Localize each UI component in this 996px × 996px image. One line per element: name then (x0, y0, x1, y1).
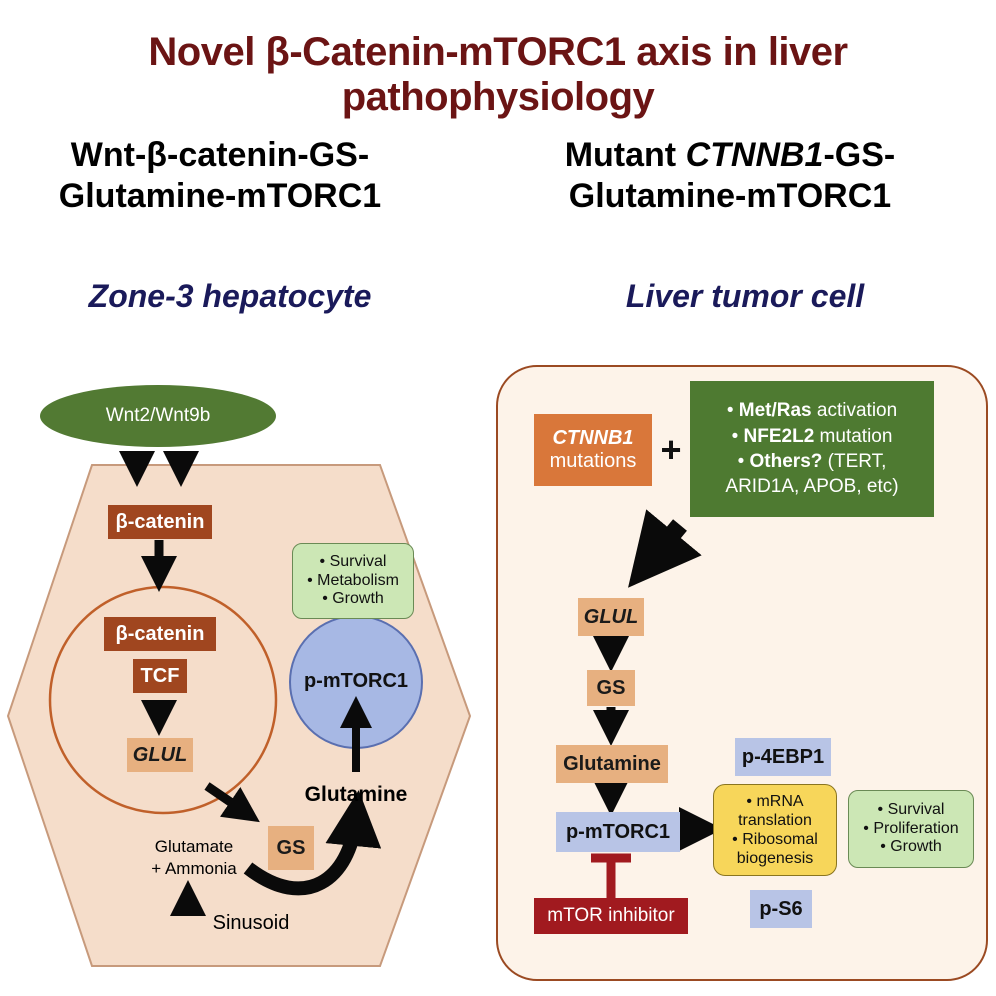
left-outcome-2: • Metabolism (307, 571, 399, 589)
cofactors-box: • Met/Ras activation • NFE2L2 mutation •… (690, 381, 934, 517)
wnt-label: Wnt2/Wnt9b (105, 405, 211, 427)
left-outcomes-note: • Survival • Metabolism • Growth (292, 543, 414, 619)
right-heading-prefix: Mutant (564, 136, 686, 174)
wnt-oval (40, 385, 276, 447)
left-heading: Wnt-β-catenin-GS- Glutamine-mTORC1 (0, 135, 440, 218)
glutamine-box-right: Glutamine (556, 745, 668, 783)
translation-note: • mRNA translation • Ribosomal biogenesi… (713, 784, 837, 876)
glutamate-ammonia-label: Glutamate + Ammonia (136, 836, 252, 880)
cofactor-others: • Others? (TERT, (737, 451, 887, 472)
cofactor-met-ras: • Met/Ras activation (726, 400, 898, 422)
right-heading-suffix: -GS- (823, 136, 896, 174)
cofactor-nfe2l2: • NFE2L2 mutation (731, 425, 893, 447)
glutamate-line: Glutamate (154, 837, 234, 856)
translation-item-3: • Ribosomal (732, 831, 818, 848)
right-outcomes-note: • Survival • Proliferation • Growth (848, 790, 974, 868)
right-heading-line-2: Glutamine-mTORC1 (568, 177, 892, 216)
beta-catenin-cytoplasm-box: β-catenin (108, 505, 212, 539)
left-cell-label: Zone-3 hepatocyte (88, 278, 372, 314)
sinusoid-label: Sinusoid (212, 912, 290, 934)
ctnnb1-mutations-word: mutations (549, 450, 637, 472)
right-outcome-2: • Proliferation (863, 819, 959, 837)
left-outcome-1: • Survival (319, 553, 387, 571)
left-outcome-3: • Growth (322, 590, 384, 608)
translation-item-1: • mRNA (746, 792, 804, 810)
right-outcome-3: • Growth (880, 838, 942, 856)
glutamate-to-glutamine-curve (243, 790, 382, 896)
mutations-to-glul-arrow (628, 509, 702, 588)
right-heading-line-1: Mutant CTNNB1-GS- (510, 135, 950, 176)
ctnnb1-mutations-box: CTNNB1 mutations (534, 414, 652, 486)
right-heading-gene: CTNNB1 (685, 136, 824, 174)
tcf-box: TCF (133, 659, 187, 693)
glutamine-label-left: Glutamine (304, 783, 408, 806)
p-4ebp1-box: p-4EBP1 (735, 738, 831, 776)
glul-to-gs-arrow (204, 782, 260, 823)
left-heading-line-2: Glutamine-mTORC1 (58, 177, 382, 216)
translation-item-2: translation (738, 811, 812, 829)
right-heading: Mutant CTNNB1-GS- Glutamine-mTORC1 (510, 135, 950, 218)
right-cell-label: Liver tumor cell (625, 278, 865, 314)
right-outcome-1: • Survival (877, 801, 945, 819)
p-s6-box: p-S6 (750, 890, 812, 928)
gs-box-right: GS (587, 670, 635, 706)
ctnnb1-gene-label: CTNNB1 (552, 427, 634, 449)
plus-sign: + (660, 429, 682, 471)
main-title: Novel β-Catenin-mTORC1 axis in liver pat… (148, 30, 848, 119)
beta-catenin-nucleus-box: β-catenin (104, 617, 216, 651)
gs-box-left: GS (268, 826, 314, 870)
p-mtorc1-label-left: p-mTORC1 (303, 669, 409, 692)
mtor-inhibitor-box: mTOR inhibitor (534, 898, 688, 934)
p-mtorc1-box-right: p-mTORC1 (556, 812, 680, 852)
glul-box-left: GLUL (127, 738, 193, 772)
translation-item-4: biogenesis (736, 850, 814, 868)
left-heading-line-1: Wnt-β-catenin-GS- (70, 136, 370, 174)
glul-box-right: GLUL (578, 598, 644, 636)
cofactor-others-tail: ARID1A, APOB, etc) (725, 476, 899, 498)
ammonia-line: + Ammonia (151, 859, 237, 879)
